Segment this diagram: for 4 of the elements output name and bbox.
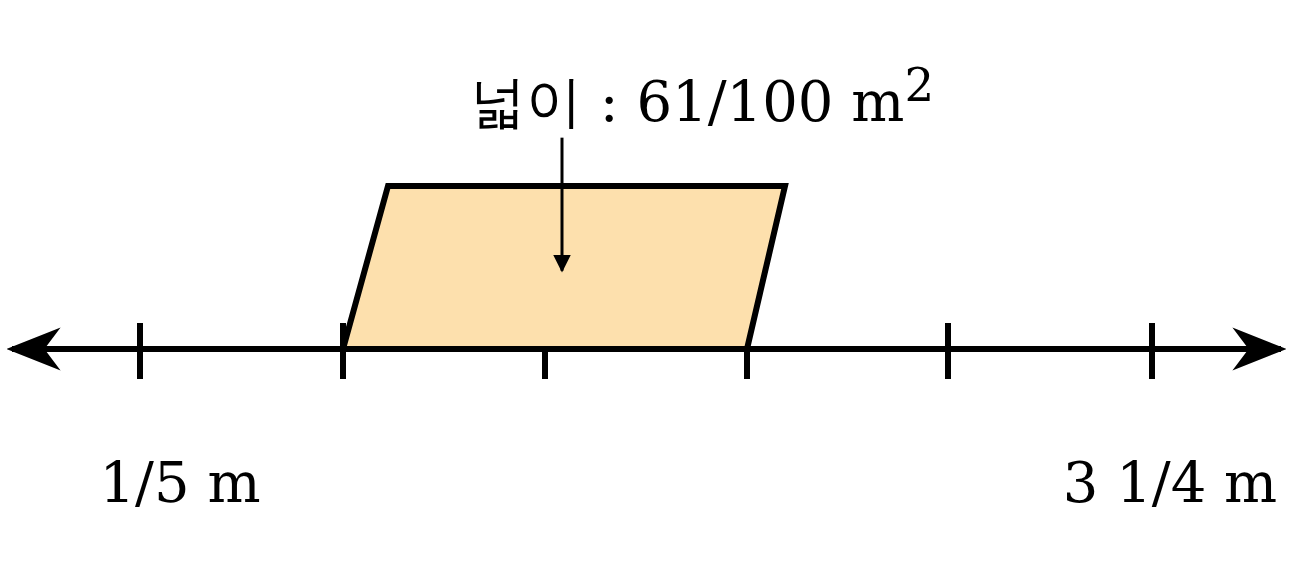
leader-arrow — [553, 137, 571, 273]
area-label: 넓이 : 61/100 m$^{2}$ — [470, 62, 935, 130]
endpoint-label: 1/5 m — [99, 455, 261, 511]
endpoint-label: 3 1/4 m — [1062, 455, 1278, 511]
